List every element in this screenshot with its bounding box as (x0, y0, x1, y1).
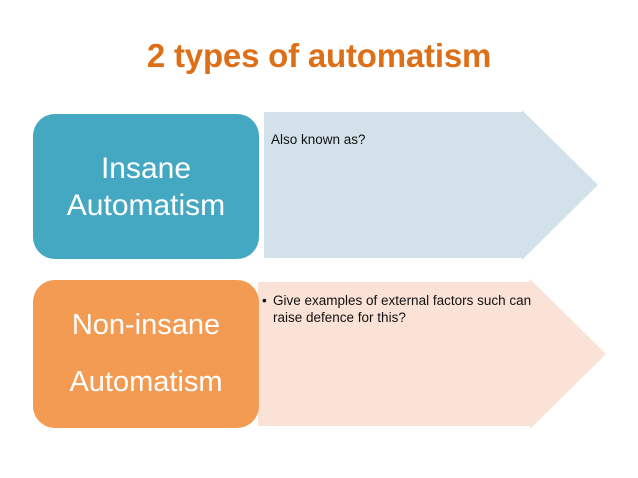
arrow-text-non-insane-value: Give examples of external factors such c… (273, 293, 532, 325)
arrow-polygon-non-insane (258, 279, 606, 429)
arrow-text-insane-value: Also known as? (271, 132, 366, 147)
label-line-insane-1: Insane (100, 151, 192, 185)
bullet-list-item: • Give examples of external factors such… (262, 292, 552, 326)
arrow-polygon-insane (264, 110, 598, 260)
label-line-non-insane-2: Automatism (69, 366, 223, 398)
bullet-point-icon: • (262, 293, 267, 308)
arrow-shape-non-insane (258, 279, 606, 429)
label-line-non-insane-1: Non-insane (71, 309, 221, 341)
arrow-text-non-insane: • Give examples of external factors such… (262, 292, 552, 326)
label-box-insane-automatism[interactable]: Insane Automatism (33, 114, 259, 259)
arrow-shape-insane (264, 110, 598, 260)
label-box-non-insane-automatism[interactable]: Non-insane Automatism (33, 280, 259, 428)
arrow-text-insane: Also known as? (271, 131, 521, 148)
label-line-insane-2: Automatism (66, 188, 226, 222)
page-title: 2 types of automatism (146, 37, 492, 74)
